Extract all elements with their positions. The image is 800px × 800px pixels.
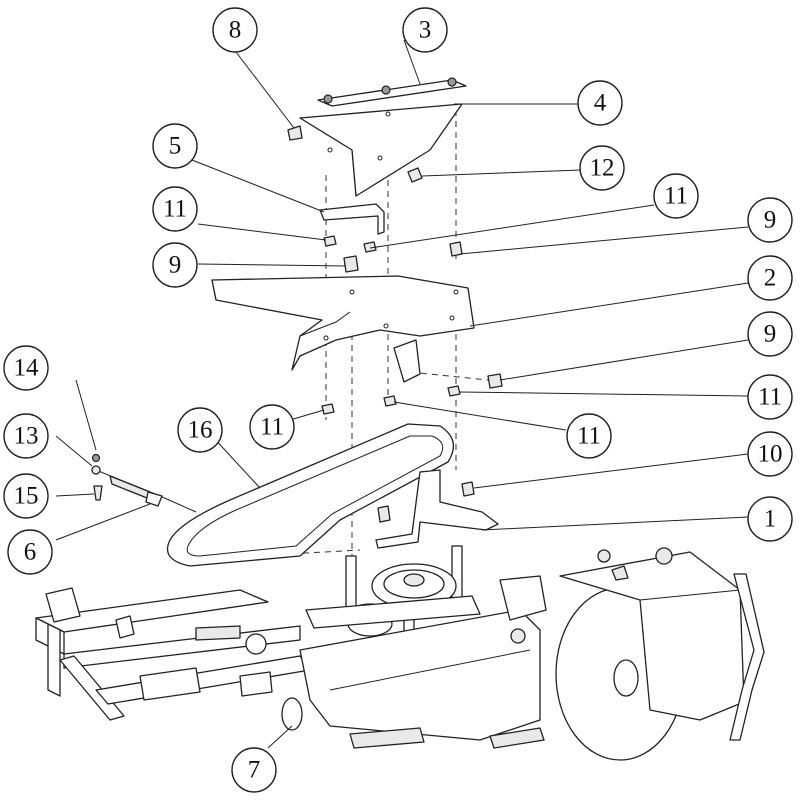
part-6-cable-assembly <box>91 453 197 513</box>
callout-balloon: 10 <box>747 431 793 477</box>
callout-label: 5 <box>169 133 182 160</box>
callout-label: 13 <box>14 423 39 450</box>
callout-label: 7 <box>248 757 261 784</box>
callout-balloon: 12 <box>579 145 625 191</box>
callout-label: 3 <box>419 17 432 44</box>
callout-label: 6 <box>24 539 37 566</box>
callout-balloon: 11 <box>152 186 198 232</box>
blades <box>349 727 545 749</box>
callout-label: 11 <box>577 423 601 450</box>
callout-balloon: 11 <box>249 404 295 450</box>
callout-label: 9 <box>764 321 777 348</box>
callout-balloon: 7 <box>231 747 277 793</box>
callout-label: 4 <box>594 90 607 117</box>
leader-lines <box>55 39 749 749</box>
callout-balloon: 2 <box>747 255 793 301</box>
callout-balloon: 11 <box>653 173 699 219</box>
part-16-belt <box>166 423 455 567</box>
callout-balloon: 9 <box>747 197 793 243</box>
callout-label: 14 <box>14 355 40 382</box>
part-1-idler-bracket <box>375 469 499 549</box>
callout-balloon: 1 <box>747 496 793 542</box>
callout-balloon: 15 <box>3 473 49 519</box>
callout-label: 9 <box>169 252 182 279</box>
callout-label: 11 <box>664 183 688 210</box>
pulley-assembly <box>195 545 481 665</box>
callout-balloon: 11 <box>566 413 612 459</box>
deck-housing <box>299 575 547 741</box>
callout-label: 2 <box>764 265 777 292</box>
callout-balloon: 5 <box>152 123 198 169</box>
part-3-top-strap <box>317 77 467 107</box>
callout-balloon: 9 <box>747 311 793 357</box>
callout-balloon: 8 <box>212 7 258 53</box>
callout-balloon: 13 <box>3 413 49 459</box>
deck-frame <box>35 587 311 721</box>
callout-label: 9 <box>764 207 777 234</box>
callout-label: 8 <box>229 17 242 44</box>
part-2-guard <box>211 275 475 383</box>
callout-label: 11 <box>260 414 284 441</box>
callout-label: 11 <box>758 384 782 411</box>
callout-balloon: 16 <box>177 407 223 453</box>
part-8-bolt <box>287 125 303 141</box>
part-5-bracket <box>319 203 385 235</box>
rear-wheel-assembly <box>555 547 765 761</box>
callout-balloon: 9 <box>152 242 198 288</box>
callout-balloon: 6 <box>7 529 53 575</box>
callout-label: 10 <box>758 441 783 468</box>
part-7-snap-ring <box>281 697 303 731</box>
callout-label: 1 <box>764 506 777 533</box>
callout-balloon: 3 <box>402 7 448 53</box>
callout-label: 15 <box>14 483 39 510</box>
callout-balloon: 4 <box>577 80 623 126</box>
drawing <box>35 77 765 761</box>
callout-label: 12 <box>590 155 615 182</box>
callout-balloon: 14 <box>3 345 49 391</box>
callout-label: 16 <box>188 417 213 444</box>
part-12-nut <box>407 167 423 183</box>
hardware-small <box>321 235 503 523</box>
callout-label: 11 <box>163 196 187 223</box>
part-4-triangular-cover <box>299 103 463 197</box>
callout-balloon: 11 <box>747 374 793 420</box>
